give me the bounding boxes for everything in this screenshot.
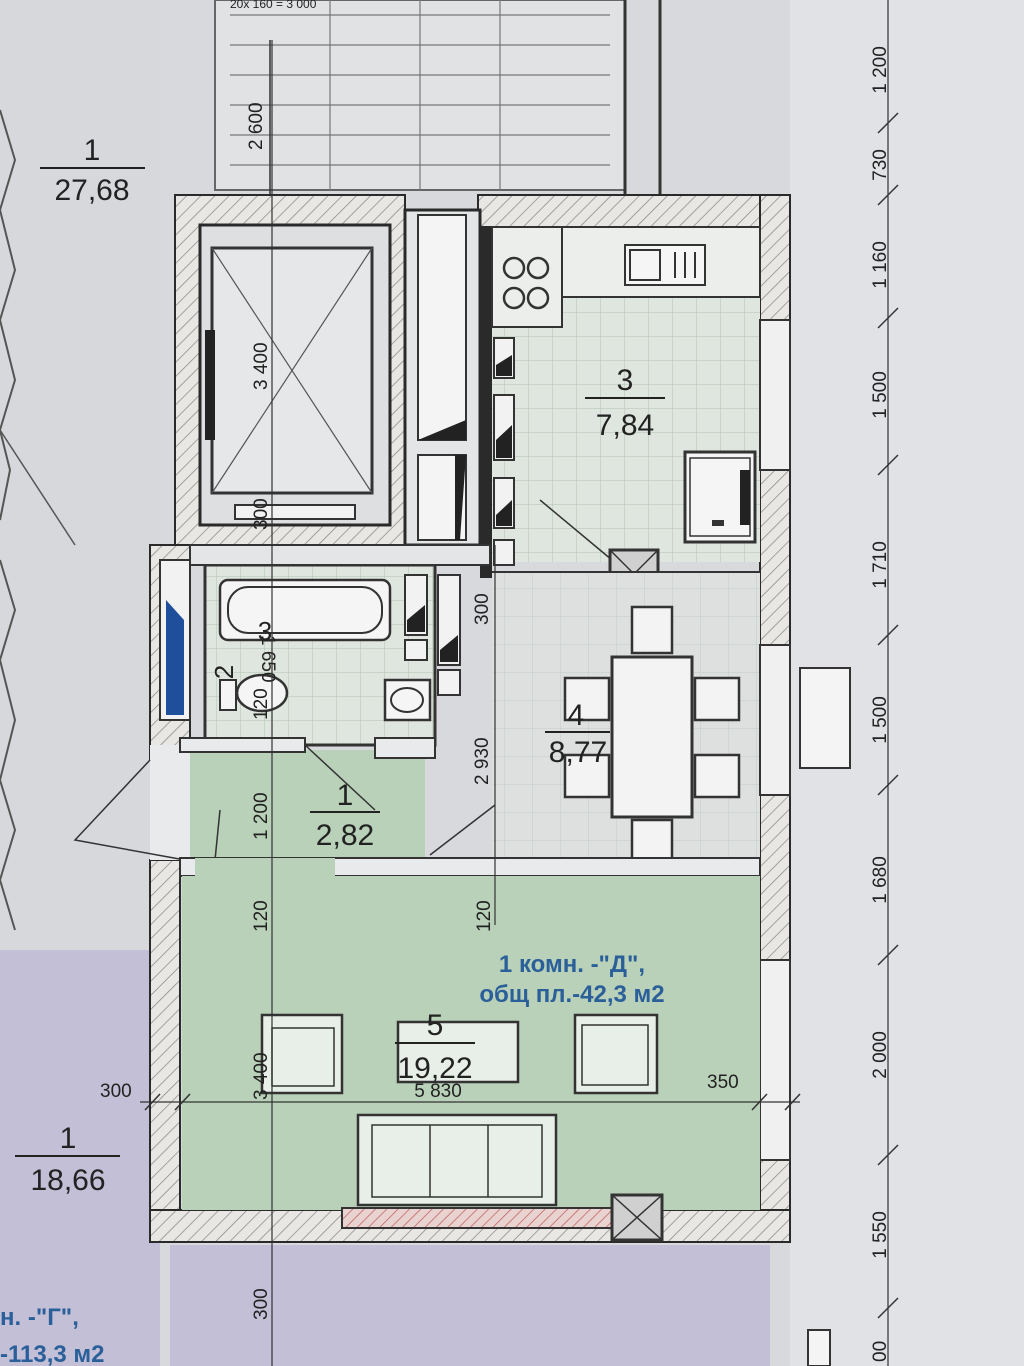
apartment-total-area-label: общ пл.-42,3 м2 xyxy=(479,981,664,1008)
ventilation-shafts xyxy=(403,208,492,578)
bathtub-icon xyxy=(218,578,392,642)
armchair-right-icon xyxy=(573,1013,659,1095)
hall-room-number: 1 xyxy=(337,779,354,812)
dim-120-a: 120 xyxy=(251,900,272,932)
dim-right-9: 1 550 xyxy=(870,1211,891,1259)
neighbor-area-left-purple xyxy=(0,950,160,1366)
dim-right-3: 1 160 xyxy=(870,241,891,289)
dim-right-2: 730 xyxy=(870,149,891,181)
dim-h-left: 300 xyxy=(100,1081,132,1102)
left-room-area: 18,66 xyxy=(30,1164,105,1197)
facade-zigzag-top xyxy=(0,109,17,521)
dim-right-7: 1 680 xyxy=(870,856,891,904)
left-room-number: 1 xyxy=(60,1122,77,1155)
dim-stair: 2 600 xyxy=(246,102,267,150)
dim-right-6: 1 500 xyxy=(870,696,891,744)
bathroom xyxy=(159,544,491,747)
sofa-icon xyxy=(356,1113,558,1207)
neighbor-area-top-left xyxy=(0,0,160,950)
dim-120-b: 120 xyxy=(474,900,495,932)
dim-right-5: 1 710 xyxy=(870,541,891,589)
dim-120-bath: 120 xyxy=(251,688,272,720)
dim-right-partial: 00 xyxy=(870,1341,891,1362)
stair-top-note: 20x 160 = 3 000 xyxy=(230,0,317,11)
dim-300-bottom: 300 xyxy=(251,1288,272,1320)
living-room-number: 5 xyxy=(427,1009,444,1042)
dim-hall: 1 200 xyxy=(251,792,272,840)
stove-icon xyxy=(502,256,550,310)
dim-right-1: 1 200 xyxy=(870,46,891,94)
dim-right-8: 2 000 xyxy=(870,1031,891,1079)
armchair-left-icon xyxy=(260,1013,344,1095)
dim-h-width: 5 830 xyxy=(414,1081,462,1102)
bathroom-room-number: 2 xyxy=(209,665,239,679)
dim-300-left: 300 xyxy=(251,498,272,530)
window-markers xyxy=(759,319,851,1161)
washbasin-icon xyxy=(383,678,432,722)
radiator-strip xyxy=(341,1207,613,1229)
dim-300-mid: 300 xyxy=(472,593,493,625)
refrigerator-icon xyxy=(683,450,757,544)
window-bottom-right xyxy=(807,1329,831,1366)
neighbor-diagonal-line xyxy=(0,429,76,546)
kitchen-room-number: 3 xyxy=(617,364,634,397)
dining-room xyxy=(492,571,760,864)
dim-living: 3 400 xyxy=(251,1052,272,1100)
right-dimension-ticks xyxy=(877,112,899,1319)
coffee-table-icon xyxy=(396,1020,520,1084)
dim-dining: 2 930 xyxy=(472,737,493,785)
neighbor-room-number: 1 xyxy=(84,134,101,167)
hall xyxy=(73,737,496,861)
hall-room-area: 2,82 xyxy=(316,819,374,852)
dim-right-4: 1 500 xyxy=(870,371,891,419)
dim-elevator: 3 400 xyxy=(251,342,272,390)
dim-h-right: 350 xyxy=(707,1072,739,1093)
toilet-icon xyxy=(219,673,289,713)
left-apartment-area: -113,3 м2 xyxy=(0,1341,105,1366)
apartment-type-label: 1 комн. -"Д", xyxy=(499,951,645,978)
elevator-shaft xyxy=(198,223,392,527)
vent-duct-bottom-icon xyxy=(610,1193,664,1242)
shaft-blocks xyxy=(404,574,461,696)
dining-room-area: 8,77 xyxy=(549,736,607,769)
dining-table-icon xyxy=(563,605,741,864)
neighbor-area-bottom-purple xyxy=(170,1245,770,1366)
bathroom-room-area: 3 xyxy=(258,616,272,646)
dining-room-number: 4 xyxy=(568,699,585,732)
left-apartment-label: н. -"Г", xyxy=(0,1304,79,1331)
facade-zigzag-bottom xyxy=(0,559,17,931)
kitchen xyxy=(491,226,761,566)
kitchen-door-swing xyxy=(539,499,613,561)
living-room-area: 19,22 xyxy=(397,1052,472,1085)
staircase xyxy=(214,0,662,210)
dim-bath-inner: 1 650 xyxy=(257,635,278,683)
neighbor-room-area: 27,68 xyxy=(54,174,129,207)
cabinet-icons xyxy=(493,337,515,566)
kitchen-room-area: 7,84 xyxy=(596,409,654,442)
sink-icon xyxy=(624,244,706,286)
